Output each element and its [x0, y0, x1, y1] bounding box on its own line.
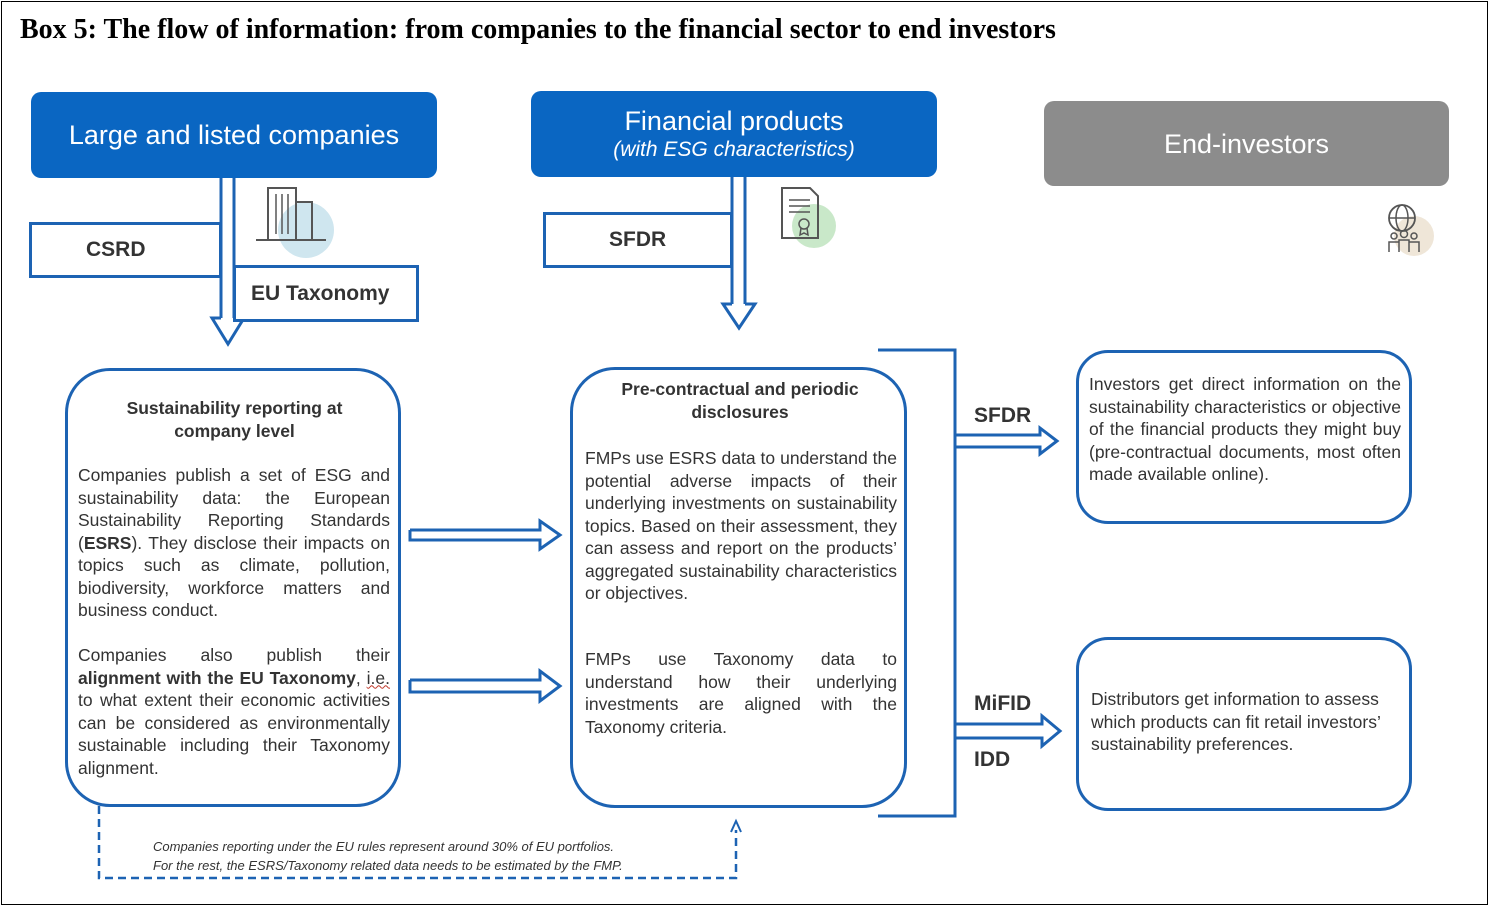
header-end-investors: End-investors: [1044, 101, 1449, 186]
arrow-taxonomy-to-fmp: [408, 668, 563, 704]
eu-taxonomy-label: EU Taxonomy: [251, 281, 390, 305]
esrs-bold: ESRS: [83, 532, 132, 553]
taxonomy-alignment-bold: alignment with the EU Taxonomy: [78, 667, 356, 688]
company-reporting-p1: Companies publish a set of ESG and susta…: [78, 465, 390, 620]
dashed-estimation-loop: [97, 806, 738, 880]
fmp-disclosures-heading: Pre-contractual and periodic disclosures: [621, 379, 859, 422]
bracket-connector: [878, 348, 957, 818]
sfdr-top-label-box: SFDR: [543, 212, 733, 268]
fmp-disclosures-p2: FMPs use Taxonomy data to understand how…: [585, 649, 897, 737]
footnote-line-2: For the rest, the ESRS/Taxonomy related …: [153, 858, 623, 873]
certificate-document-icon: [781, 187, 836, 248]
company-reporting-heading: Sustainability reporting at company leve…: [126, 398, 343, 441]
arrow-sfdr-to-investors: [955, 424, 1060, 458]
header-investors-label: End-investors: [1163, 128, 1330, 159]
mifid-label: MiFID: [974, 692, 1032, 715]
header-financial-products: Financial products (with ESG characteris…: [531, 91, 937, 177]
arrow-esrs-to-fmp: [408, 518, 563, 552]
distributors-info-text: Distributors get information to assess w…: [1091, 689, 1381, 754]
header-large-listed-companies: Large and listed companies: [31, 92, 437, 178]
sfdr-right-label: SFDR: [974, 404, 1032, 427]
company-reporting-p2: Companies also publish their alignment w…: [78, 645, 390, 778]
investors-info-box: Investors get direct information on the …: [1076, 350, 1412, 524]
ie-text: i.e.: [366, 667, 390, 688]
footnote-line-1: Companies reporting under the EU rules r…: [153, 839, 615, 854]
box-title: Box 5: The flow of information: from com…: [20, 14, 1056, 45]
distributors-info-box: Distributors get information to assess w…: [1076, 637, 1412, 811]
investors-info-text: Investors get direct information on the …: [1089, 374, 1401, 484]
header-products-label: Financial products: [624, 106, 844, 136]
csrd-label-box: CSRD: [29, 222, 222, 278]
csrd-label: CSRD: [86, 238, 146, 261]
arrow-mifid-to-distributors: [955, 712, 1063, 750]
fmp-disclosures-box: Pre-contractual and periodic disclosures…: [570, 367, 907, 808]
idd-label: IDD: [974, 748, 1011, 771]
sfdr-top-label: SFDR: [609, 228, 667, 251]
building-icon: [256, 187, 334, 258]
header-products-sublabel: (with ESG characteristics): [613, 138, 855, 161]
header-companies-label: Large and listed companies: [68, 120, 400, 150]
fmp-disclosures-p1: FMPs use ESRS data to understand the pot…: [585, 448, 897, 603]
company-reporting-box: Sustainability reporting at company leve…: [65, 368, 401, 807]
dashed-arrowhead: [730, 818, 742, 833]
eu-taxonomy-label-box: EU Taxonomy: [233, 265, 419, 322]
globe-people-icon: [1388, 204, 1434, 256]
